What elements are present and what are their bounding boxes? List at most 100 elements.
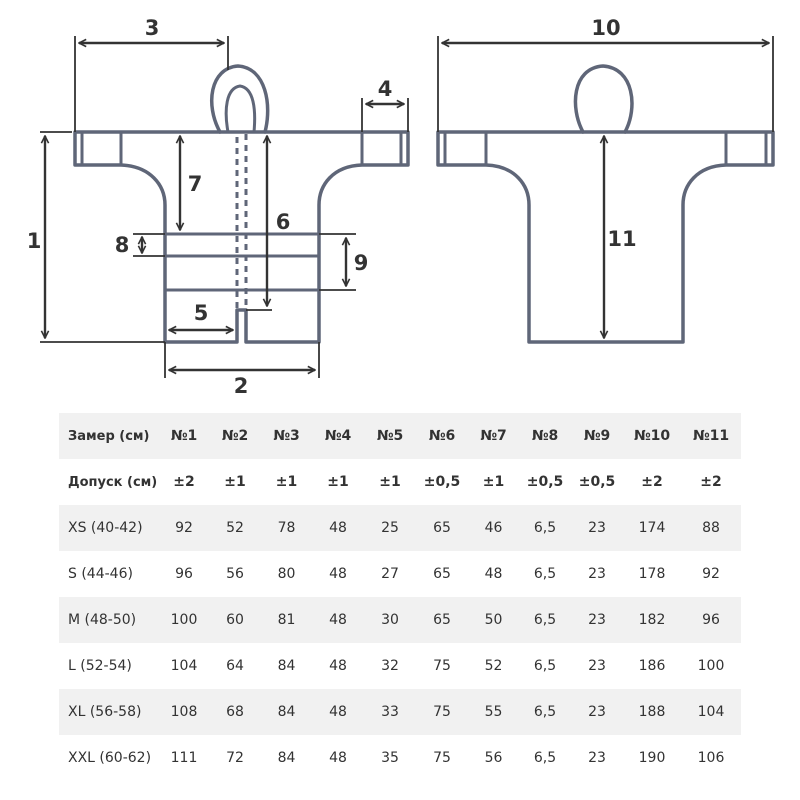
table-cell: 6,5 [519,689,571,735]
table-cell: 55 [468,689,519,735]
table-cell: 48 [312,689,364,735]
zipper [235,130,248,312]
garment-diagram: 1 2 3 4 5 6 7 8 9 10 11 [27,16,775,398]
table-cell: 92 [681,551,741,597]
table-cell: ±0,5 [519,459,571,505]
table-cell: №7 [468,413,519,459]
dim-label-2: 2 [234,374,249,398]
table-cell: 75 [416,689,468,735]
table-cell: 52 [468,643,519,689]
table-cell: 23 [571,505,623,551]
row-label: Допуск (см) [59,459,159,505]
dim-label-7: 7 [188,172,203,196]
table-cell: ±0,5 [571,459,623,505]
table-cell: 100 [681,643,741,689]
table-cell: 56 [209,551,261,597]
table-cell: 84 [261,643,312,689]
table-cell: 60 [209,597,261,643]
dim-label-4: 4 [378,77,393,101]
table-cell: 46 [468,505,519,551]
dimension-labels: 1 2 3 4 5 6 7 8 9 10 11 [27,16,637,398]
table-cell: 23 [571,643,623,689]
table-cell: 96 [681,597,741,643]
table-cell: 52 [209,505,261,551]
table-cell: ±2 [681,459,741,505]
table-cell: 48 [312,597,364,643]
table-cell: 48 [468,551,519,597]
table-cell: 84 [261,689,312,735]
dim-label-3: 3 [145,16,160,40]
table-cell: 48 [312,505,364,551]
table-cell: ±2 [623,459,681,505]
table-cell: 6,5 [519,597,571,643]
table-cell: 32 [364,643,416,689]
table-cell: 25 [364,505,416,551]
table-cell: 190 [623,735,681,781]
table-cell: 108 [159,689,209,735]
dim-label-5: 5 [194,301,209,325]
dim-label-6: 6 [276,210,291,234]
table-cell: 33 [364,689,416,735]
table-cell: 72 [209,735,261,781]
table-cell: 56 [468,735,519,781]
table-cell: 96 [159,551,209,597]
table-cell: 30 [364,597,416,643]
table-cell: №11 [681,413,741,459]
table-cell: 64 [209,643,261,689]
table-cell: ±2 [159,459,209,505]
table-cell: 6,5 [519,551,571,597]
table-cell: 6,5 [519,643,571,689]
table-cell: 6,5 [519,505,571,551]
dim-label-9: 9 [354,251,369,275]
table-cell: 104 [159,643,209,689]
dim-label-11: 11 [607,227,636,251]
table-cell: 106 [681,735,741,781]
table-cell: 78 [261,505,312,551]
table-cell: ±1 [209,459,261,505]
row-label: M (48-50) [59,597,159,643]
table-cell: 84 [261,735,312,781]
front-view [40,36,410,378]
tolerance-row: Допуск (см)±2±1±1±1±1±0,5±1±0,5±0,5±2±2 [59,459,741,505]
dim-label-10: 10 [591,16,620,40]
row-label: XL (56-58) [59,689,159,735]
table-cell: 35 [364,735,416,781]
table-cell: ±1 [364,459,416,505]
dim-label-8: 8 [115,233,130,257]
table-cell: 65 [416,505,468,551]
table-cell: 48 [312,643,364,689]
table-cell: №6 [416,413,468,459]
table-cell: 104 [681,689,741,735]
table-cell: 23 [571,597,623,643]
row-label: XS (40-42) [59,505,159,551]
table-cell: ±1 [261,459,312,505]
table-cell: 178 [623,551,681,597]
table-cell: 188 [623,689,681,735]
back-view [436,36,775,344]
table-cell: 182 [623,597,681,643]
table-cell: ±0,5 [416,459,468,505]
table-cell: ±1 [312,459,364,505]
table-cell: 75 [416,735,468,781]
table-cell: 186 [623,643,681,689]
dim-label-1: 1 [27,229,42,253]
table-cell: 48 [312,735,364,781]
table-cell: 88 [681,505,741,551]
table-cell: 65 [416,597,468,643]
table-cell: №8 [519,413,571,459]
table-cell: №2 [209,413,261,459]
table-cell: 65 [416,551,468,597]
table-cell: 174 [623,505,681,551]
table-cell: №3 [261,413,312,459]
table-cell: 27 [364,551,416,597]
table-cell: 75 [416,643,468,689]
table-cell: №1 [159,413,209,459]
front-hood [210,64,270,134]
garment-diagram-svg: 1 2 3 4 5 6 7 8 9 10 11 [27,16,775,398]
